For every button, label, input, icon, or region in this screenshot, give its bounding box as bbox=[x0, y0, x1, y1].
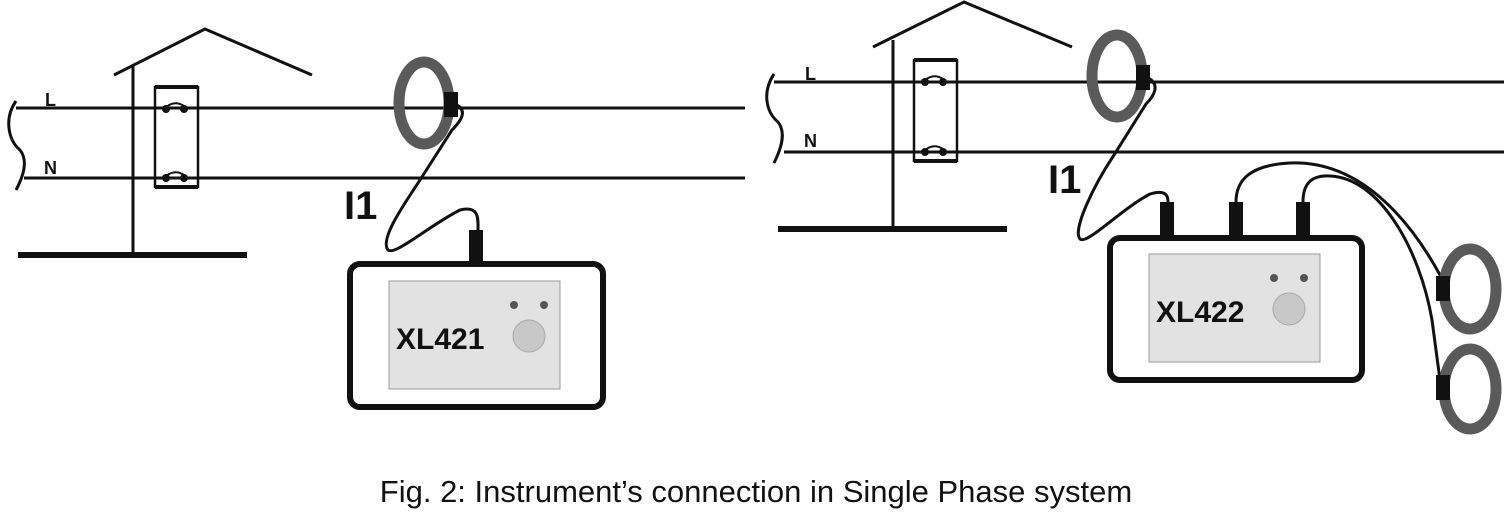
right-label-N: N bbox=[804, 131, 817, 151]
connection-diagram: L N I1 XL421 bbox=[7, 0, 1504, 435]
right-clamp-label: I1 bbox=[1048, 158, 1081, 202]
left-brace bbox=[7, 100, 26, 191]
right-switch-L-contact bbox=[921, 78, 929, 86]
right-brace bbox=[765, 73, 784, 164]
right-clamp-2-jaw bbox=[1436, 276, 1450, 301]
right-switch-N-contact bbox=[921, 148, 929, 156]
right-current-clamp-2 bbox=[1438, 243, 1502, 335]
right-label-L: L bbox=[805, 64, 816, 84]
left-instrument-model: XL421 bbox=[396, 323, 484, 356]
right-clamp-2-cable bbox=[1234, 161, 1447, 286]
right-instrument: XL422 bbox=[1107, 235, 1365, 383]
right-connector-2 bbox=[1229, 202, 1243, 238]
right-clamp-1-jaw bbox=[1136, 65, 1150, 90]
left-clamp-cable bbox=[384, 102, 480, 253]
figure-caption: Fig. 2: Instrument’s connection in Singl… bbox=[379, 474, 1133, 509]
left-switch-L-contact bbox=[180, 105, 188, 113]
left-connector bbox=[469, 230, 483, 265]
left-button-icon bbox=[512, 319, 546, 353]
left-current-clamp bbox=[393, 56, 455, 150]
right-connector-3 bbox=[1296, 202, 1310, 238]
left-led-icon bbox=[510, 301, 518, 309]
right-switch-N-contact bbox=[939, 148, 947, 156]
left-clamp-jaw bbox=[444, 92, 458, 117]
left-led-icon bbox=[540, 301, 548, 309]
right-current-clamp-3 bbox=[1438, 343, 1502, 435]
left-switch-N-contact bbox=[162, 174, 170, 182]
right-current-clamp-1 bbox=[1086, 29, 1148, 123]
right-diagram: L N I1 XL422 bbox=[765, 0, 1504, 435]
right-house-roof bbox=[872, 0, 1073, 49]
right-switch-L-contact bbox=[939, 78, 947, 86]
left-label-N: N bbox=[44, 158, 57, 178]
left-label-L: L bbox=[45, 90, 56, 110]
right-led-icon bbox=[1300, 274, 1308, 282]
right-clamp-3-jaw bbox=[1436, 375, 1450, 400]
left-switch-N-contact bbox=[180, 174, 188, 182]
right-led-icon bbox=[1270, 274, 1278, 282]
right-switch-L bbox=[924, 75, 944, 81]
left-diagram: L N I1 XL421 bbox=[7, 27, 745, 410]
right-instrument-model: XL422 bbox=[1156, 296, 1244, 329]
right-switch-N bbox=[924, 145, 944, 151]
left-house-roof bbox=[113, 27, 313, 77]
left-switch-L bbox=[165, 102, 185, 108]
right-button-icon bbox=[1272, 292, 1306, 326]
left-switch-N bbox=[165, 171, 185, 177]
left-instrument: XL421 bbox=[347, 261, 606, 410]
right-clamp-1-cable bbox=[1076, 76, 1170, 242]
left-clamp-label: I1 bbox=[344, 184, 377, 228]
right-clamp-3-cable bbox=[1301, 174, 1442, 381]
left-switch-L-contact bbox=[162, 105, 170, 113]
right-connector-1 bbox=[1160, 202, 1174, 238]
